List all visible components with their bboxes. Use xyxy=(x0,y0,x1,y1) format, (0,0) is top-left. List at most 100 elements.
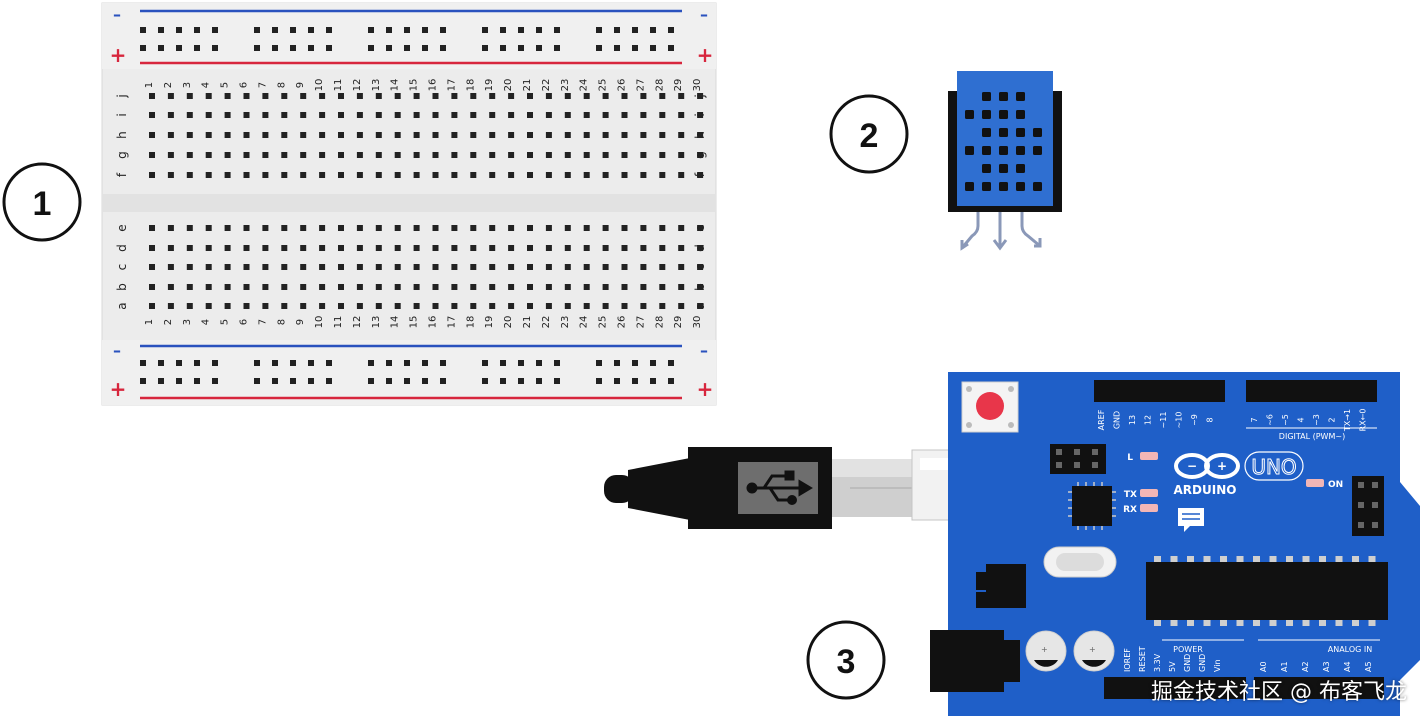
terminal-hole xyxy=(489,112,496,118)
column-number: 18 xyxy=(465,79,476,92)
breadboard: – + – + – + – + 112233445566778899101011… xyxy=(101,2,717,406)
chip-leg xyxy=(1368,620,1376,626)
column-number: 19 xyxy=(484,79,495,92)
terminal-hole xyxy=(300,245,307,251)
row-letter: e xyxy=(693,224,707,231)
terminal-hole xyxy=(149,225,155,231)
rail-hole xyxy=(386,378,392,384)
terminal-hole xyxy=(167,172,174,178)
pin-label: IOREF xyxy=(1123,648,1132,672)
logo-minus-icon: − xyxy=(1187,459,1197,473)
terminal-hole xyxy=(413,284,420,290)
terminal-hole xyxy=(545,284,552,290)
terminal-hole xyxy=(300,264,307,270)
chip-leg xyxy=(1352,620,1359,626)
terminal-hole xyxy=(243,172,250,178)
terminal-hole xyxy=(527,112,533,118)
sensor-vent xyxy=(1016,110,1025,119)
rail-hole xyxy=(254,360,260,366)
column-number: 4 xyxy=(201,319,212,325)
chip-leg xyxy=(1187,620,1194,626)
column-number: 11 xyxy=(333,316,344,329)
terminal-hole xyxy=(319,132,326,138)
terminal-hole xyxy=(186,132,193,138)
terminal-hole xyxy=(697,225,704,231)
rail-hole xyxy=(596,378,602,384)
terminal-hole xyxy=(356,172,363,178)
chip-leg xyxy=(1220,556,1227,562)
terminal-hole xyxy=(319,303,326,309)
rail-hole xyxy=(500,45,506,51)
svg-text:+: + xyxy=(1089,645,1096,654)
terminal-hole xyxy=(489,264,496,270)
sensor-vent xyxy=(982,92,991,101)
chip-leg xyxy=(1368,556,1376,562)
column-number: 16 xyxy=(428,79,439,92)
led-rx xyxy=(1140,504,1158,512)
terminal-hole xyxy=(470,152,477,158)
column-number: 20 xyxy=(503,316,514,329)
terminal-hole xyxy=(602,93,609,99)
terminal-hole xyxy=(678,245,685,251)
rail-hole xyxy=(140,45,146,51)
rail-plus-sign: + xyxy=(697,377,714,401)
icsp-header-right xyxy=(1352,476,1384,536)
rail-hole xyxy=(632,27,638,33)
rail-hole xyxy=(482,27,488,33)
terminal-hole xyxy=(356,132,363,138)
terminal-hole xyxy=(281,93,288,99)
rail-hole xyxy=(158,360,164,366)
terminal-hole xyxy=(262,172,269,178)
chip-leg xyxy=(1220,620,1227,626)
pin-label: RX←0 xyxy=(1359,409,1368,432)
terminal-hole xyxy=(621,264,628,270)
row-letter: g xyxy=(115,151,129,159)
terminal-hole xyxy=(262,245,269,251)
rail-hole xyxy=(254,27,260,33)
terminal-hole xyxy=(262,132,269,138)
terminal-hole xyxy=(243,152,250,158)
terminal-hole xyxy=(167,225,174,231)
rail-hole xyxy=(536,45,542,51)
terminal-hole xyxy=(621,93,628,99)
rail-hole xyxy=(212,45,218,51)
terminal-hole xyxy=(167,152,174,158)
rail-hole xyxy=(386,27,392,33)
column-number: 22 xyxy=(541,316,552,329)
terminal-hole xyxy=(300,172,307,178)
terminal-hole xyxy=(564,152,571,158)
rail-hole xyxy=(140,360,146,366)
terminal-hole xyxy=(432,225,439,231)
column-number: 2 xyxy=(163,82,174,88)
terminal-hole xyxy=(470,93,477,99)
rail-hole xyxy=(536,27,542,33)
terminal-hole xyxy=(432,152,439,158)
rail-hole xyxy=(158,27,164,33)
row-letter: j xyxy=(115,94,129,98)
terminal-hole xyxy=(527,245,533,251)
row-letter: b xyxy=(115,283,129,291)
reset-button[interactable] xyxy=(976,392,1004,420)
pin-label: TX→1 xyxy=(1343,409,1352,432)
terminal-hole xyxy=(262,225,269,231)
rail-hole xyxy=(536,360,542,366)
terminal-hole xyxy=(602,284,609,290)
rail-hole xyxy=(404,45,410,51)
terminal-hole xyxy=(281,225,288,231)
terminal-hole xyxy=(149,284,155,290)
sensor-vent xyxy=(1016,128,1025,137)
chip-leg xyxy=(1286,620,1293,626)
terminal-hole xyxy=(413,303,420,309)
terminal-hole xyxy=(621,152,628,158)
pin-label: A0 xyxy=(1259,661,1268,672)
column-number: 6 xyxy=(239,319,250,325)
terminal-hole xyxy=(527,172,533,178)
column-number: 16 xyxy=(428,316,439,329)
column-number: 15 xyxy=(409,79,420,92)
terminal-hole xyxy=(281,152,288,158)
terminal-hole xyxy=(149,152,155,158)
rail-hole xyxy=(254,45,260,51)
breadboard-holes xyxy=(140,27,704,384)
column-number: 8 xyxy=(276,82,287,88)
sensor-vent xyxy=(999,146,1008,155)
